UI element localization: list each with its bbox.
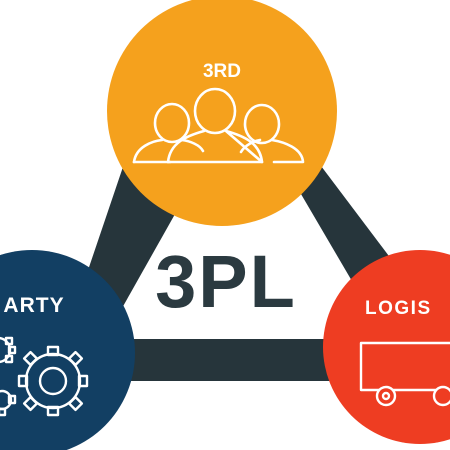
node-top: 3RD	[107, 0, 337, 226]
gears-icon	[0, 336, 89, 417]
node-top-circle	[107, 0, 337, 226]
node-top-label: 3RD	[203, 61, 241, 82]
node-right-label: LOGIS	[365, 298, 432, 319]
node-right-circle	[323, 250, 450, 444]
node-left-label: ARTY	[3, 294, 64, 317]
connector-bottom	[125, 339, 340, 381]
node-left: ARTY	[0, 250, 135, 450]
center-title: 3PL	[155, 240, 297, 323]
truck-icon	[359, 341, 450, 407]
people-icon	[132, 87, 305, 164]
node-right: LOGIS	[323, 250, 450, 444]
